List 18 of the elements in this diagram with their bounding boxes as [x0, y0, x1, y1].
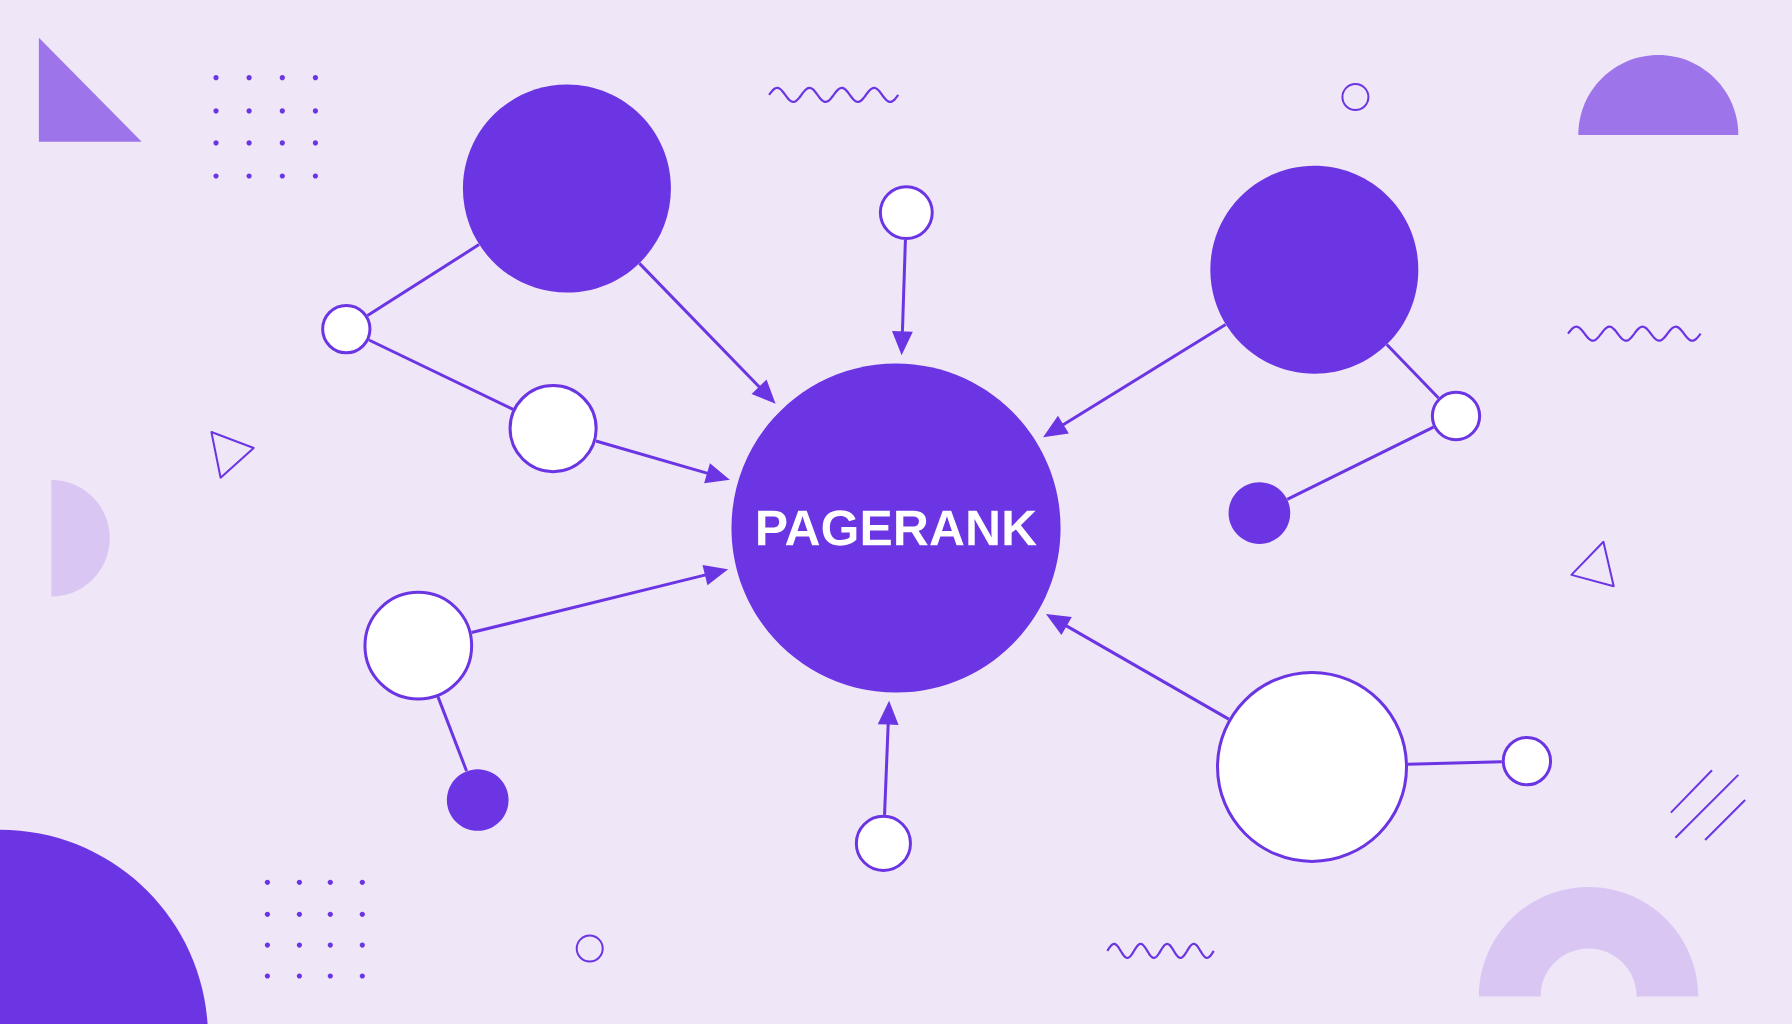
connector-line	[436, 696, 468, 772]
connector-line	[368, 338, 514, 411]
hollow-circle	[1430, 390, 1482, 442]
hollow-circle	[1216, 670, 1408, 863]
connector-line	[1385, 343, 1440, 399]
connector-line	[1407, 760, 1502, 766]
hollow-circle	[363, 590, 474, 701]
hollow-circle	[854, 814, 912, 872]
connector-line	[1286, 425, 1435, 501]
filled-circle	[1228, 482, 1291, 544]
filled-circle	[1210, 165, 1419, 374]
hollow-circle	[321, 303, 372, 355]
filled-circle	[446, 769, 509, 831]
hollow-circle	[508, 384, 598, 474]
hollow-circle	[878, 185, 934, 241]
hollow-circle	[1501, 735, 1553, 787]
filled-circle	[462, 84, 671, 293]
connector-line	[366, 243, 480, 317]
